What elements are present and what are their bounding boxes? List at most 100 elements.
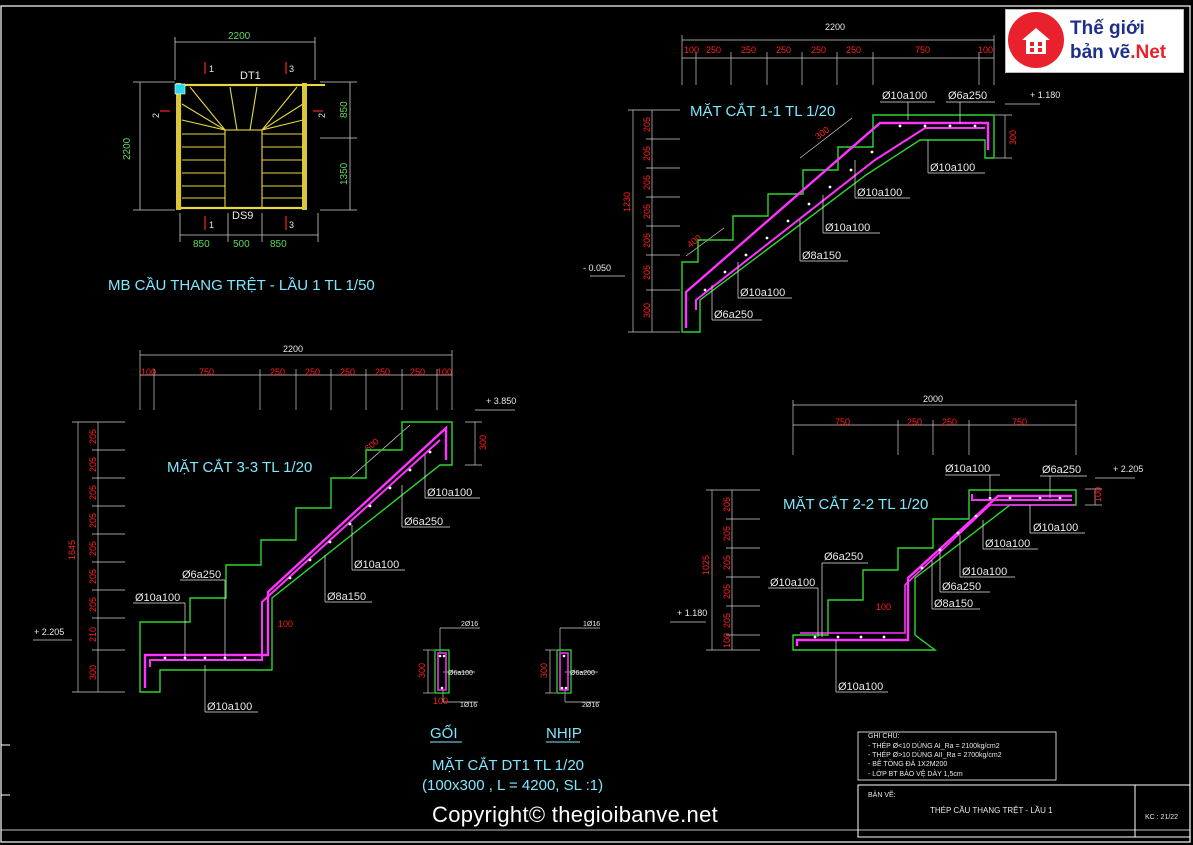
s33-dim-6: 250 [375, 367, 390, 377]
dt1-nhip-bottom-bar: 2Ø16 [582, 702, 599, 709]
plan-dim-right-a: 850 [339, 101, 350, 118]
s33-left-dim-7: 205 [88, 597, 98, 612]
stair-plan-view: 2200 2200 850 1350 850 500 850 1 3 [108, 31, 375, 294]
s11-dim-8: 100 [978, 45, 993, 55]
dt1-goi-label: GỐI [430, 724, 458, 742]
s11-rebar-label-2: Ø6a250 [948, 90, 987, 102]
s33-left-dim-9: 300 [88, 665, 98, 680]
s33-dim-5: 250 [340, 367, 355, 377]
s22-left-dim-6: 100 [722, 633, 732, 648]
s11-level-bottom: - 0.050 [583, 263, 611, 273]
s33-left-dim-4: 205 [88, 513, 98, 528]
section-2-2: 2000 750 250 250 750 205 205 205 205 205… [670, 394, 1143, 693]
note-line-1: - THÉP Ø<10 DÙNG AI_Ra = 2100kg/cm2 [868, 741, 1000, 750]
dt1-nhip-stirrup: Ø6a200 [570, 670, 595, 677]
section-3-3-title: MẶT CẮT 3-3 TL 1/20 [167, 458, 312, 476]
title-block: BẢN VẼ: THÉP CẦU THANG TRỆT - LẦU 1 KC :… [857, 784, 1191, 838]
dt1-height-nhip: 300 [539, 663, 549, 678]
s11-left-dim-7: 300 [642, 303, 652, 318]
s33-dim-8: 100 [437, 367, 452, 377]
s33-left-dim-5: 205 [88, 541, 98, 556]
dt1-goi-bottom-bar: 1Ø16 [460, 702, 477, 709]
titleblock-code: KC : 21/22 [1145, 814, 1178, 821]
s11-incline-b: 400 [685, 233, 703, 250]
plan-dim-bottom-3: 850 [270, 239, 287, 250]
s11-right-dim: 300 [1008, 130, 1018, 145]
s11-incline-a: 300 [813, 125, 831, 142]
s33-right-dim: 300 [478, 435, 488, 450]
s11-rebar-label-6: Ø8a150 [802, 250, 841, 262]
s22-rebar-label-3: Ø10a100 [1033, 522, 1078, 534]
dt1-goi-top-bar: 2Ø16 [461, 621, 478, 628]
section-1-1: 2200 100 250 250 250 250 250 750 100 205… [583, 22, 1060, 333]
brand-logo[interactable]: Thế giới bản vẽ.Net [1005, 9, 1184, 73]
plan-dim-left: 2200 [122, 137, 133, 160]
s11-dim-2: 250 [706, 45, 721, 55]
s11-left-dim-1: 205 [642, 117, 652, 132]
plan-section-mark-3-top: 3 [289, 64, 294, 74]
s22-rebar-label-6: Ø6a250 [942, 581, 981, 593]
s33-dim-7: 250 [410, 367, 425, 377]
s11-rebar-label-4: Ø10a100 [857, 187, 902, 199]
s22-total-height: 1025 [701, 555, 711, 575]
s22-left-dim-4: 205 [722, 584, 732, 599]
s22-dim-2: 250 [907, 417, 922, 427]
section-3-3: 2200 100 750 250 250 250 250 250 100 205… [33, 344, 516, 713]
plan-dim-right-b: 1350 [339, 162, 350, 185]
s22-rebar-label-8: Ø6a250 [824, 551, 863, 563]
s11-dim-4: 250 [776, 45, 791, 55]
plan-section-mark-2-right: 2 [317, 113, 327, 118]
s22-left-dim-5: 205 [722, 613, 732, 628]
plan-section-mark-3-bottom: 3 [289, 220, 294, 230]
s22-dim-total: 2000 [923, 394, 943, 404]
s22-dim-3: 250 [942, 417, 957, 427]
plan-title: MB CẦU THANG TRỆT - LẦU 1 TL 1/50 [108, 277, 375, 294]
s22-rebar-label-7: Ø8a150 [934, 598, 973, 610]
s22-left-dim-3: 205 [722, 555, 732, 570]
dt1-goi-stirrup: Ø6a100 [448, 670, 473, 677]
s11-left-dim-4: 205 [642, 204, 652, 219]
s11-rebar-label-7: Ø10a100 [740, 287, 785, 299]
s22-mid-dim: 100 [876, 602, 891, 612]
s33-rebar-label-3: Ø10a100 [354, 559, 399, 571]
titleblock-label: BẢN VẼ: [868, 790, 896, 799]
house-icon [1022, 28, 1050, 54]
s33-rebar-label-1: Ø10a100 [427, 487, 472, 499]
s11-dim-1: 100 [684, 45, 699, 55]
section-2-2-title: MẶT CẮT 2-2 TL 1/20 [783, 495, 928, 513]
s33-rebar-label-4: Ø8a150 [327, 591, 366, 603]
dt1-width-goi: 100 [433, 696, 448, 706]
plan-dim-bottom-1: 850 [193, 239, 210, 250]
logo-text-line2: bản vẽ.Net [1070, 42, 1166, 64]
s11-left-dim-2: 205 [642, 146, 652, 161]
s33-left-dim-3: 205 [88, 485, 98, 500]
s11-dim-6: 250 [846, 45, 861, 55]
s33-rebar-label-5: Ø6a250 [182, 569, 221, 581]
s22-left-dim-2: 205 [722, 526, 732, 541]
s11-rebar-label-5: Ø10a100 [825, 222, 870, 234]
sheet-frame [0, 5, 1191, 843]
s33-left-dim-2: 205 [88, 457, 98, 472]
plan-section-mark-1-top: 1 [209, 64, 214, 74]
plan-dim-top: 2200 [228, 31, 251, 42]
s33-rebar-label-7: Ø10a100 [207, 701, 252, 713]
s11-dim-total: 2200 [825, 22, 845, 32]
s33-mid-dim: 100 [278, 619, 293, 629]
s11-rebar-label-1: Ø10a100 [882, 90, 927, 102]
s33-left-dim-1: 205 [88, 429, 98, 444]
section-1-1-title: MẶT CẮT 1-1 TL 1/20 [690, 102, 835, 120]
s22-rebar-label-1: Ø10a100 [945, 463, 990, 475]
s22-dim-1: 750 [835, 417, 850, 427]
s22-level-top: + 2.205 [1113, 464, 1143, 474]
plan-beam-dt1: DT1 [240, 70, 261, 82]
s11-dim-5: 250 [811, 45, 826, 55]
notes-block: GHI CHÚ: - THÉP Ø<10 DÙNG AI_Ra = 2100kg… [857, 731, 1057, 781]
s33-dim-2: 750 [199, 367, 214, 377]
s33-dim-1: 100 [141, 367, 156, 377]
s22-level-bottom: + 1.180 [677, 608, 707, 618]
notes-heading: GHI CHÚ: [868, 731, 900, 740]
s22-left-dim-1: 205 [722, 497, 732, 512]
dt1-height-goi: 300 [417, 663, 427, 678]
s33-left-dim-8: 210 [88, 627, 98, 642]
